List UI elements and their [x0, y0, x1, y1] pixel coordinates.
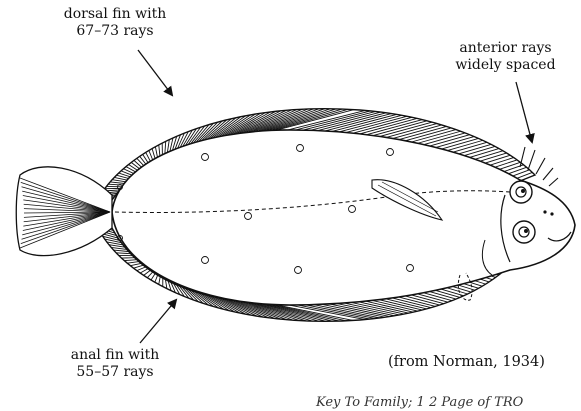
- anal-fin-arrow: [140, 300, 176, 343]
- caudal-fin: [16, 167, 112, 256]
- dorsal-fin-label: dorsal fin with 67–73 rays: [40, 6, 190, 40]
- anal-fin-label: anal fin with 55–57 rays: [40, 347, 190, 381]
- fin-ray: [338, 115, 402, 132]
- fin-ray: [151, 274, 155, 280]
- lower-eye: [513, 221, 535, 243]
- fin-ray: [127, 262, 139, 264]
- fin-ray: [159, 277, 160, 285]
- fin-ray: [140, 269, 148, 273]
- fin-ray: [137, 267, 146, 271]
- fin-ray: [134, 265, 144, 268]
- cut-off-caption: Key To Family; 1 2 Page of TRO: [316, 394, 523, 411]
- source-citation: (from Norman, 1934): [388, 354, 545, 371]
- anterior-rays-arrow: [516, 82, 532, 142]
- fin-ray: [114, 250, 129, 251]
- dorsal-fin-arrow: [138, 50, 172, 95]
- fin-ray: [144, 270, 151, 275]
- fin-ray: [147, 272, 152, 278]
- anterior-rays-label: anterior rays widely spaced: [438, 40, 573, 74]
- fin-ray: [402, 128, 451, 142]
- fin-ray: [124, 260, 136, 261]
- fin-ray: [155, 275, 158, 282]
- fin-ray: [396, 126, 447, 140]
- fin-ray: [376, 299, 423, 310]
- fin-ray: [116, 253, 130, 254]
- fin-ray: [130, 263, 141, 265]
- fin-ray: [390, 125, 442, 139]
- upper-eye: [510, 181, 532, 203]
